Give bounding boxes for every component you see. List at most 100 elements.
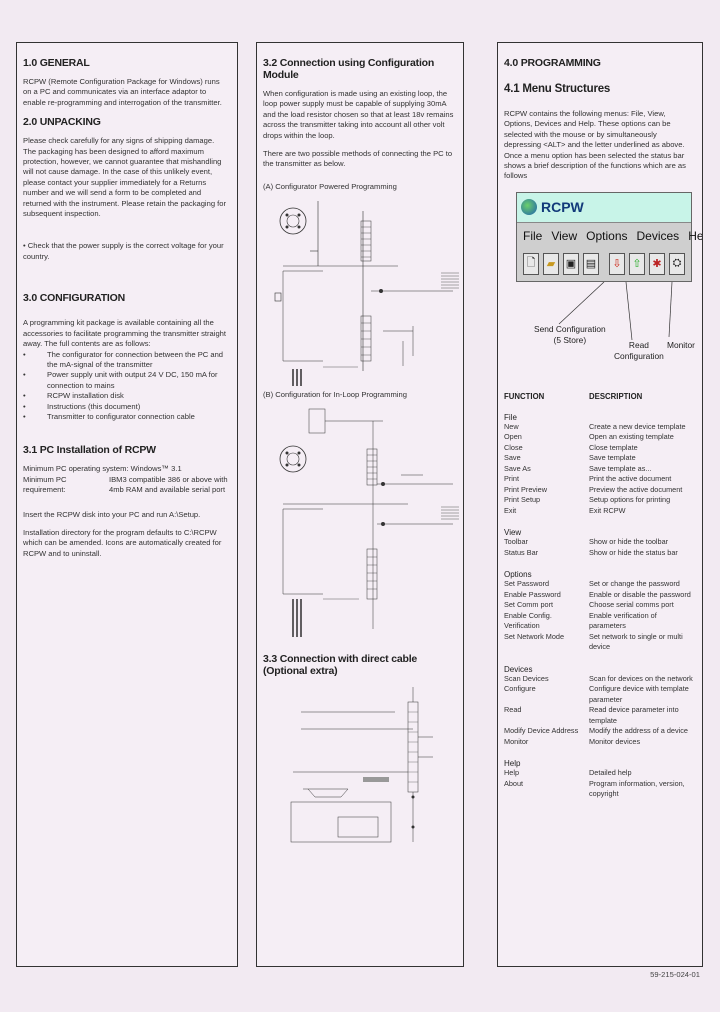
section-unpacking-title: 2.0 UNPACKING: [23, 116, 101, 129]
toolbar-callouts: Send Configuration (5 Store) Read Config…: [504, 281, 695, 361]
send-configuration-icon[interactable]: ⇩: [609, 252, 625, 275]
table-row: Close Close template: [504, 443, 694, 454]
function-name: Print: [504, 474, 520, 484]
function-description: Exit RCPW: [589, 505, 626, 515]
function-name: Enable Password: [504, 589, 561, 599]
function-description: Close template: [589, 442, 638, 452]
section-module-body2: There are two possible methods of connec…: [263, 149, 453, 169]
function-description: Save template: [589, 453, 636, 463]
open-folder-icon[interactable]: ▰: [543, 252, 559, 275]
menu-options[interactable]: Options: [586, 228, 628, 243]
function-name: Toolbar: [504, 537, 528, 547]
function-name: Monitor: [504, 736, 529, 746]
table-row: Configure Configure device with template …: [504, 684, 694, 705]
diagram-a-caption: (A) Configurator Powered Programming: [263, 181, 397, 191]
rcpw-title-bar: RCPW: [517, 192, 691, 223]
section-configuration-body: A programming kit package is available c…: [23, 318, 227, 349]
function-name: Exit: [504, 505, 517, 515]
function-name: Configure: [504, 684, 536, 694]
function-name: Save As: [504, 463, 531, 473]
menu-view[interactable]: View: [551, 228, 578, 243]
menu-file[interactable]: File: [523, 228, 543, 243]
menu-help[interactable]: Help: [688, 228, 703, 243]
function-name: Set Comm port: [504, 600, 554, 610]
function-name: Open: [504, 432, 522, 442]
column-general: 1.0 GENERAL RCPW (Remote Configuration P…: [16, 42, 238, 967]
function-description: Read device parameter into template: [589, 705, 679, 725]
function-description: Create a new device template: [589, 421, 686, 431]
function-description: Program information, version, copyright: [589, 778, 685, 799]
list-item: •Transmitter to configurator connection …: [23, 411, 195, 421]
function-name: New: [504, 421, 519, 431]
function-description: Monitor devices: [589, 736, 641, 746]
function-description: Configure device with template parameter: [589, 684, 689, 704]
function-name: Modify Device Address: [504, 726, 579, 736]
function-description: Scan for devices on the network: [589, 673, 693, 683]
read-configuration-icon[interactable]: ⇧: [629, 252, 645, 275]
list-item: •The configurator for connection between…: [23, 349, 224, 369]
section-programming-title: 4.0 PROGRAMMING: [504, 57, 601, 69]
function-table-header: FUNCTION DESCRIPTION: [504, 391, 643, 401]
function-description: Preview the active document: [589, 484, 683, 494]
wiring-diagram-a: [263, 191, 459, 386]
function-name: Help: [504, 768, 520, 778]
menu-devices[interactable]: Devices: [636, 228, 680, 243]
list-item: •Instructions (this document): [23, 401, 141, 411]
function-description: Print the active document: [589, 474, 672, 484]
section-unpacking-body: Please check carefully for any signs of …: [23, 136, 227, 219]
new-file-icon[interactable]: 🗋: [523, 252, 539, 275]
function-name: Print Setup: [504, 495, 541, 505]
table-row: Save As Save template as...: [504, 464, 694, 475]
function-group-title: Options: [504, 570, 532, 580]
table-row: Scan Devices Scan for devices on the netw…: [504, 674, 694, 685]
table-row: Help Detailed help: [504, 768, 694, 779]
function-name: Close: [504, 442, 523, 452]
function-description: Set network to single or multi device: [589, 631, 683, 652]
function-group-title: Help: [504, 759, 521, 769]
kit-contents-list: •The configurator for connection between…: [23, 350, 229, 423]
section-install-title: 3.1 PC Installation of RCPW: [23, 444, 156, 457]
function-description: Show or hide the toolbar: [589, 537, 669, 547]
function-name: Scan Devices: [504, 673, 549, 683]
rcpw-toolbar: 🗋 ▰ ▣ ▤ ⇩ ⇧ ✱ ⛭: [517, 249, 691, 281]
monitor-binoculars-icon[interactable]: ⛭: [669, 252, 685, 275]
column-connection: 3.2 Connection using Configuration Modul…: [256, 42, 464, 967]
section-menu-body: RCPW contains the following menus: File,…: [504, 109, 686, 181]
callout-lines: [558, 281, 673, 340]
wiring-diagram-direct: [263, 677, 459, 857]
callout-monitor: Monitor: [667, 339, 695, 350]
scan-icon[interactable]: ✱: [649, 252, 665, 275]
function-description: Detailed help: [589, 768, 632, 778]
function-description: Modify the address of a device: [589, 726, 688, 736]
function-group-title: File: [504, 412, 517, 422]
table-row: Set Comm port Choose serial comms port: [504, 600, 694, 611]
function-description: Enable or disable the password: [589, 589, 691, 599]
min-os-label: Minimum PC operating system: Windows™ 3.…: [23, 464, 182, 474]
function-group-title: Devices: [504, 664, 533, 674]
function-description: Save template as...: [589, 463, 652, 473]
table-row: Print Print the active document: [504, 474, 694, 485]
min-requirement: Minimum PC requirement: IBM3 compatible …: [23, 474, 228, 495]
callout-read: Read Configuration: [614, 339, 664, 361]
print-icon[interactable]: ▤: [583, 252, 599, 275]
function-description: Choose serial comms port: [589, 600, 674, 610]
table-row: Enable Password Enable or disable the pas…: [504, 590, 694, 601]
save-disk-icon[interactable]: ▣: [563, 252, 579, 275]
table-row: Toolbar Show or hide the toolbar: [504, 537, 694, 548]
rcpw-app-title: RCPW: [541, 199, 584, 216]
function-description: Set or change the password: [589, 579, 680, 589]
function-name: Status Bar: [504, 547, 539, 557]
table-row: Modify Device Address Modify the address …: [504, 726, 694, 737]
